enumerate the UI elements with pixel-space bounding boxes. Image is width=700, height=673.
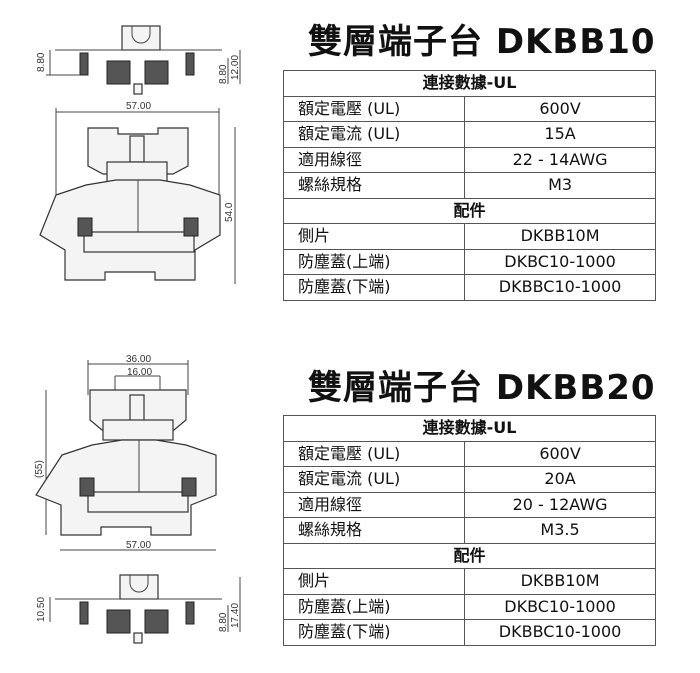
spec-value: 600V — [464, 440, 656, 467]
accessory-label: 防塵蓋(上端) — [282, 593, 466, 620]
dim-height: (55) — [34, 460, 45, 478]
accessory-value: DKBBC10-1000 — [464, 274, 656, 301]
spec-label: 額定電壓 (UL) — [282, 440, 466, 467]
dkbb20-front-view: 36.00 16.00 (55) 57.00 — [34, 354, 217, 551]
spec-label: 螺絲規格 — [282, 172, 466, 199]
section-header: 配件 — [283, 542, 656, 569]
dim-height: 54.0 — [224, 202, 235, 222]
dkbb20-top-view: 10.50 8.80 17.40 — [36, 574, 241, 644]
spec-value: M3 — [464, 172, 656, 199]
section-header: 連接數據-UL — [283, 415, 656, 442]
accessory-label: 側片 — [282, 568, 466, 595]
spec-label: 適用線徑 — [282, 491, 466, 518]
section-header: 連接數據-UL — [283, 70, 656, 97]
accessory-value: DKBBC10-1000 — [464, 619, 656, 646]
dim-bottom-left: 10.50 — [36, 597, 47, 622]
dim-inner-width: 16.00 — [127, 367, 152, 378]
spec-label: 額定電流 (UL) — [282, 466, 466, 493]
accessory-value: DKBC10-1000 — [464, 248, 656, 275]
product-title-dkbb10: 雙層端子台 DKBB10 — [308, 22, 656, 62]
section-header: 配件 — [283, 197, 656, 224]
dim-top-left: 8.80 — [36, 52, 47, 72]
accessory-label: 防塵蓋(下端) — [282, 619, 466, 646]
accessory-label: 側片 — [282, 223, 466, 250]
dim-width: 57.00 — [126, 101, 151, 112]
dim-top-right-inner: 8.80 — [218, 64, 229, 84]
spec-label: 適用線徑 — [282, 146, 466, 173]
spec-value: 20A — [464, 466, 656, 493]
dim-top-right-outer: 12.00 — [230, 55, 241, 80]
accessory-value: DKBC10-1000 — [464, 593, 656, 620]
accessory-value: DKBB10M — [464, 568, 656, 595]
spec-label: 額定電壓 (UL) — [282, 95, 466, 122]
accessory-value: DKBB10M — [464, 223, 656, 250]
product-title-dkbb20: 雙層端子台 DKBB20 — [308, 368, 656, 408]
dim-bottom-right-inner: 8.80 — [218, 612, 229, 632]
dim-width: 57.00 — [126, 540, 151, 551]
spec-value: 600V — [464, 95, 656, 122]
dim-bottom-right-outer: 17.40 — [230, 603, 241, 628]
spec-label: 額定電流 (UL) — [282, 121, 466, 148]
spec-label: 螺絲規格 — [282, 517, 466, 544]
dkbb10-top-view: 8.80 8.80 12.00 — [36, 25, 241, 95]
spec-value: 20 - 12AWG — [464, 491, 656, 518]
spec-value: 22 - 14AWG — [464, 146, 656, 173]
spec-value: M3.5 — [464, 517, 656, 544]
accessory-label: 防塵蓋(上端) — [282, 248, 466, 275]
dkbb10-front-view: 57.00 54.0 — [39, 101, 236, 284]
spec-value: 15A — [464, 121, 656, 148]
accessory-label: 防塵蓋(下端) — [282, 274, 466, 301]
dim-top-width: 36.00 — [126, 354, 151, 365]
